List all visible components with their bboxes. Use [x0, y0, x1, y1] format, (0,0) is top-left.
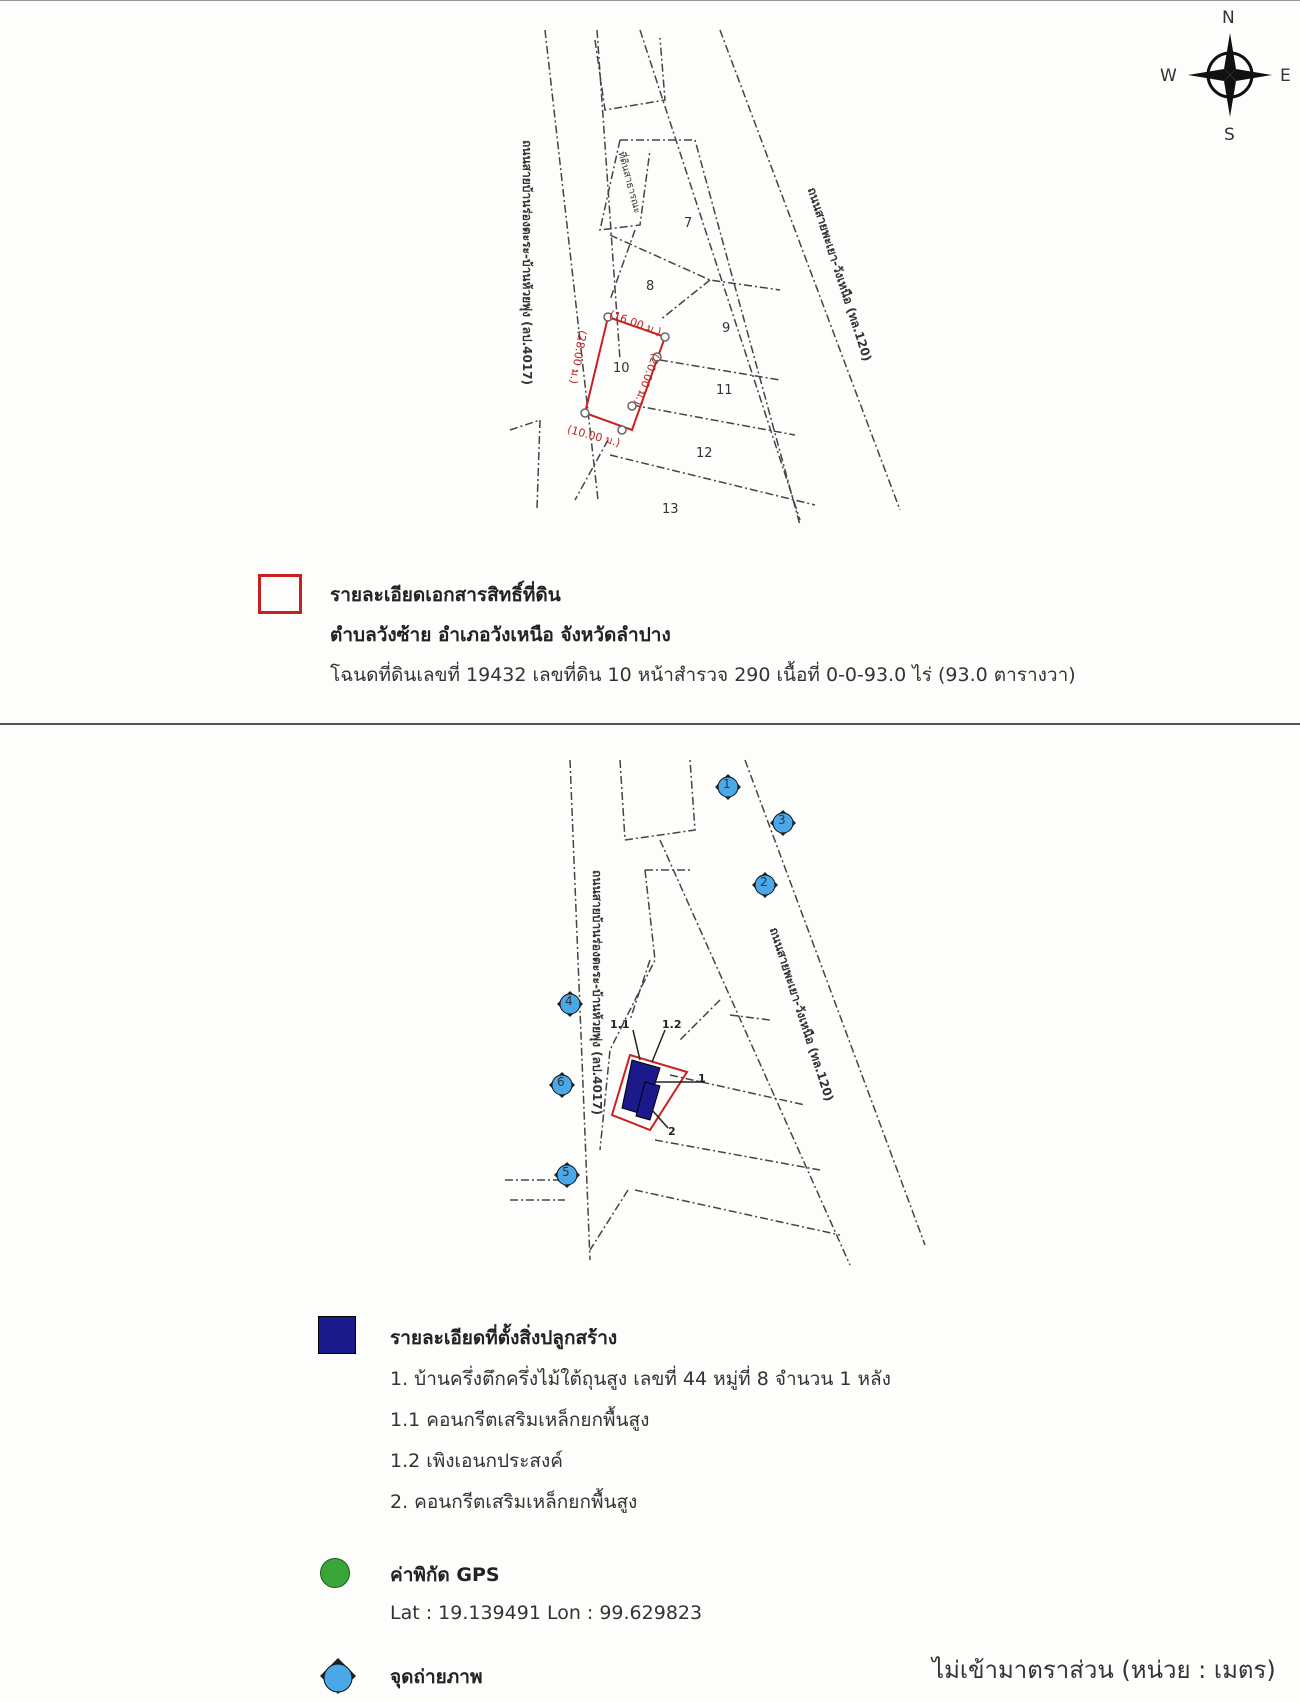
plot-label: 7: [684, 216, 693, 231]
plot-label: 11: [716, 383, 733, 398]
compass-s: S: [1224, 125, 1235, 145]
gps-title: ค่าพิกัด GPS: [390, 1564, 500, 1586]
building-legend-swatch: [318, 1316, 356, 1354]
photo-point-3[interactable]: 3: [768, 808, 798, 842]
building-item: 1.1 คอนกรีตเสริมเหล็กยกพื้นสูง: [390, 1409, 650, 1431]
building-legend-title: รายละเอียดที่ตั้งสิ่งปลูกสร้าง: [390, 1327, 618, 1349]
photo-point-4[interactable]: 4: [555, 989, 585, 1023]
building-label: 1.2: [662, 1018, 682, 1031]
photo-point-2[interactable]: 2: [750, 870, 780, 904]
section-divider: [0, 723, 1300, 725]
land-legend-swatch: [258, 574, 302, 614]
building-label: 1: [698, 1072, 706, 1085]
photo-point-1[interactable]: 1: [713, 772, 743, 806]
photo-point-icon: [318, 1656, 358, 1700]
plot-label: 12: [696, 446, 713, 461]
compass-w: W: [1160, 66, 1177, 86]
compass-e: E: [1280, 66, 1291, 86]
building-footprint: [621, 1059, 661, 1121]
building-label: 2: [668, 1125, 676, 1138]
compass-n: N: [1222, 8, 1235, 28]
building-item: 1. บ้านครึ่งตึกครึ่งไม้ใต้ถุนสูง เลขที่ …: [390, 1368, 891, 1390]
photo-point-5[interactable]: 5: [552, 1160, 582, 1194]
road-left-label: ถนนสายบ้านร่องตะระ-บ้านห้วยพุ่ง (ลป.4017…: [590, 870, 604, 1116]
land-deed-details: โฉนดที่ดินเลขที่ 19432 เลขที่ดิน 10 หน้า…: [330, 664, 1076, 686]
scale-note: ไม่เข้ามาตราส่วน (หน่วย : เมตร): [932, 1656, 1276, 1684]
road-left-edge: [544, 29, 599, 501]
building-label: 1.1: [610, 1018, 630, 1031]
plot-label: 8: [646, 279, 655, 294]
compass: N S E W: [1160, 5, 1300, 145]
road-right-edge: [719, 29, 901, 511]
gps-coordinates: Lat : 19.139491 Lon : 99.629823: [390, 1602, 703, 1624]
land-parcel-boundary: [580, 312, 670, 435]
plot-label: 10: [613, 361, 630, 376]
land-legend-title: รายละเอียดเอกสารสิทธิ์ที่ดิน: [330, 584, 561, 606]
building-item: 2. คอนกรีตเสริมเหล็กยกพื้นสูง: [390, 1491, 638, 1513]
building-map: 1.1 1.2 1 2 ถนนสายบ้านร่องตะระ-บ้านห้วยพ…: [0, 730, 1300, 1280]
photo-point-title: จุดถ่ายภาพ: [390, 1666, 483, 1688]
land-map: ถนนสายบ้านร่องตะระ-บ้านห้วยพุ่ง (ลป.4017…: [0, 0, 1300, 540]
land-location: ตำบลวังซ้าย อำเภอวังเหนือ จังหวัดลำปาง: [330, 624, 671, 646]
gps-icon: [320, 1558, 350, 1588]
plot-label: 9: [722, 321, 731, 336]
photo-point-6[interactable]: 6: [547, 1070, 577, 1104]
road-left-label: ถนนสายบ้านร่องตะระ-บ้านห้วยพุ่ง (ลป.4017…: [520, 140, 534, 386]
plot-label: 13: [662, 502, 679, 517]
compass-rose-icon: [1188, 33, 1272, 117]
top-border: [0, 0, 1300, 1]
building-item: 1.2 เพิงเอนกประสงค์: [390, 1450, 564, 1472]
parcel-boundary: [610, 1053, 689, 1132]
